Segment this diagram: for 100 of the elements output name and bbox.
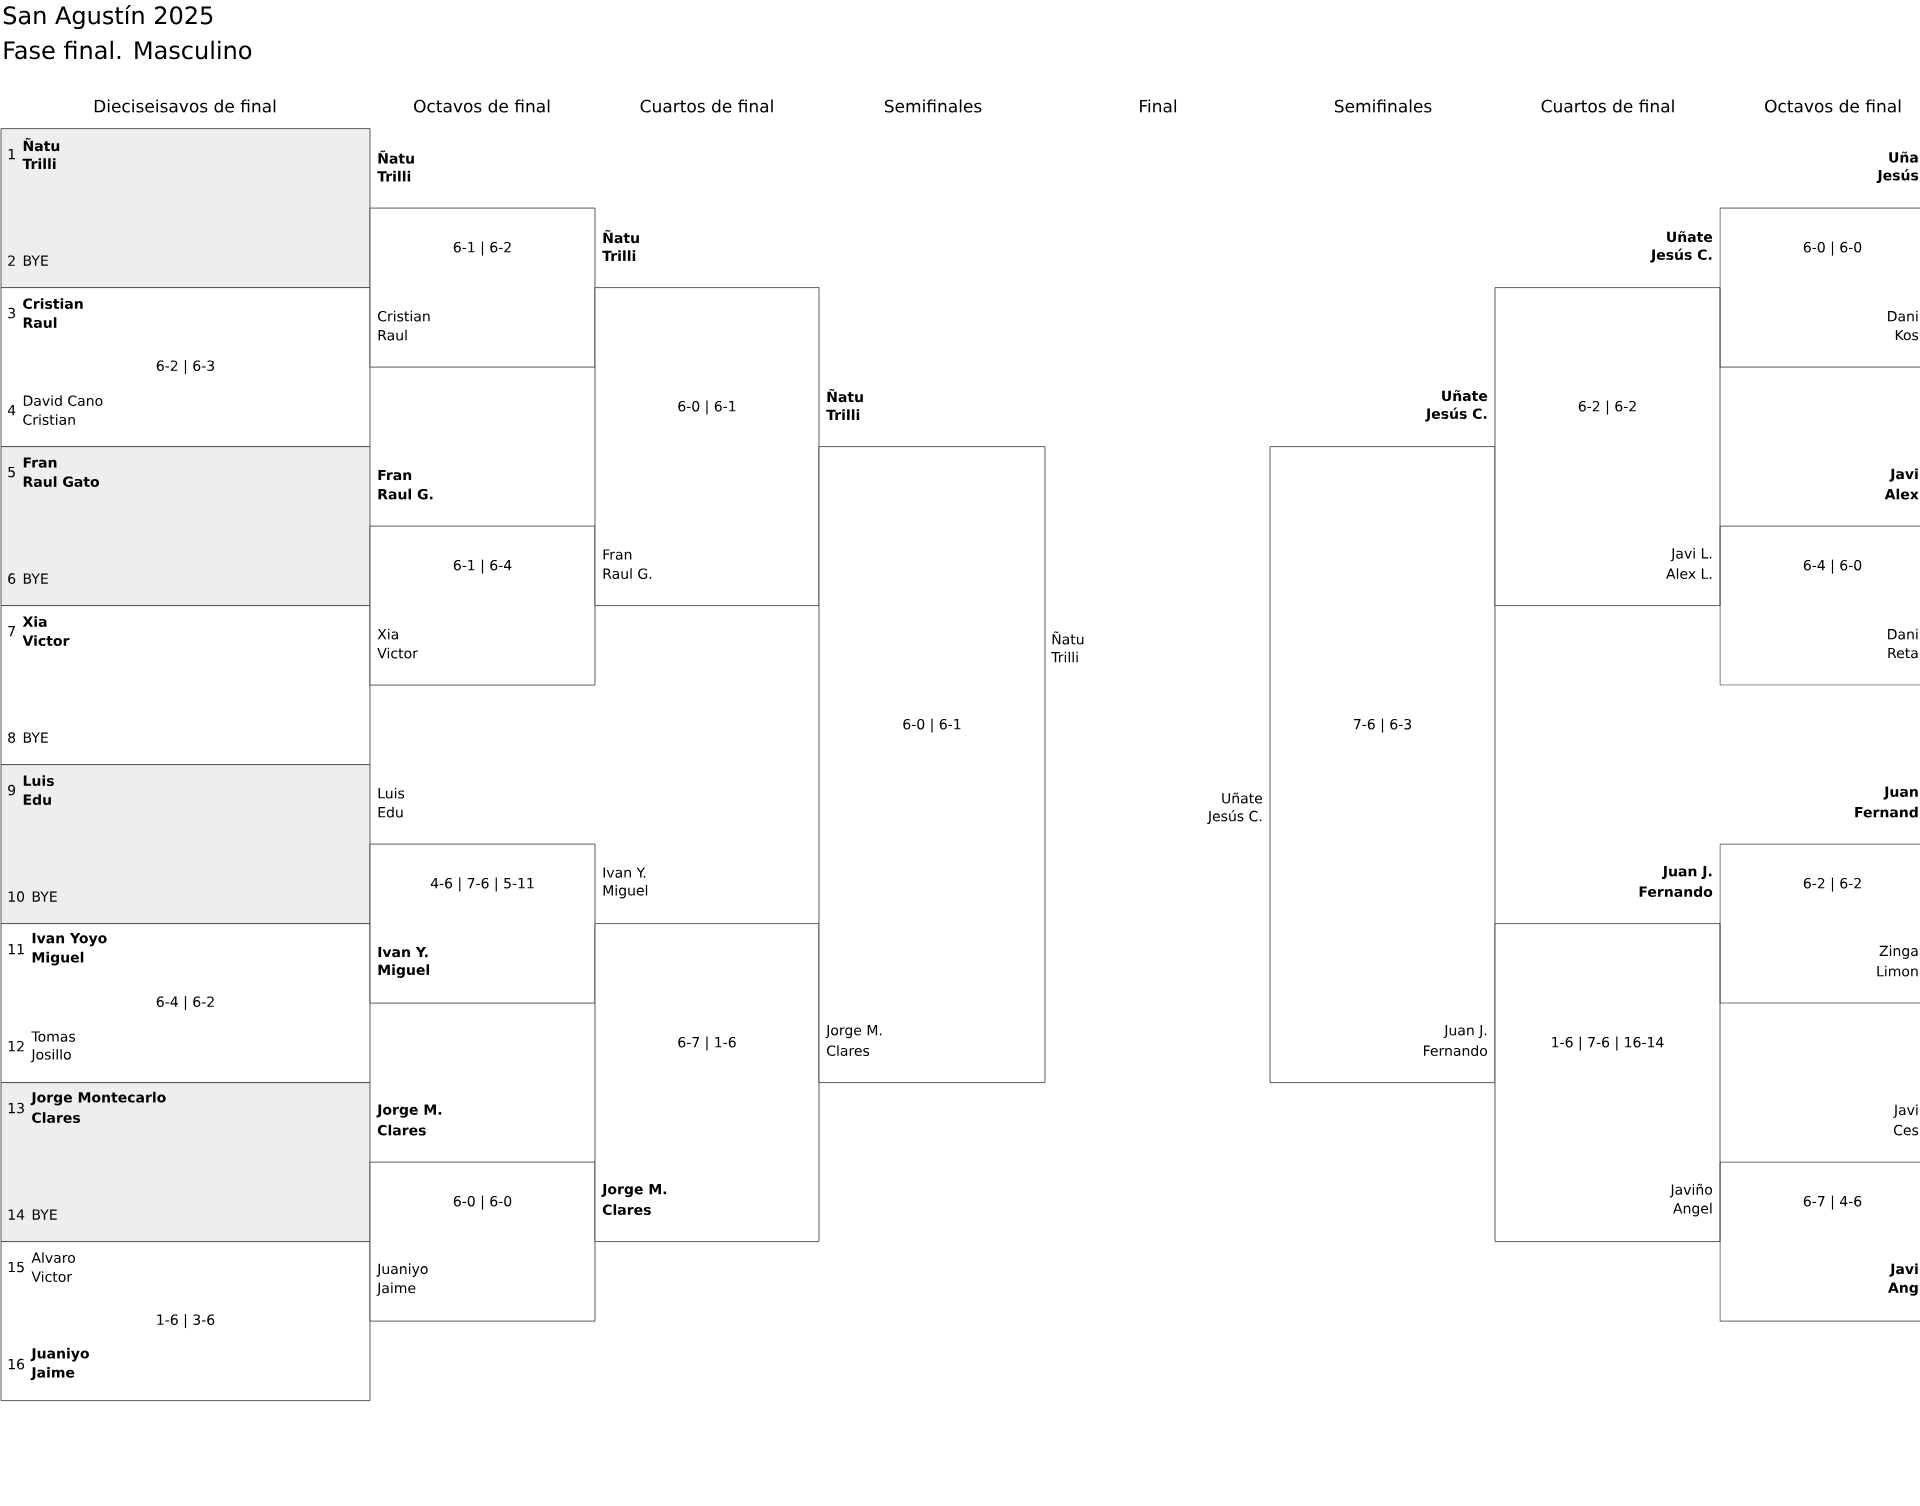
match-box (1719, 786, 1920, 1004)
player-name: Tomas (31, 1031, 75, 1042)
player-name: Alex (1884, 488, 1919, 500)
title-line: Fase final. Masculino (4, 40, 252, 60)
player-name: Zinga (1879, 945, 1918, 959)
match-box (594, 867, 820, 1242)
player-name: Kos (1895, 329, 1919, 341)
player-name: Uña (1889, 151, 1918, 163)
match-box (1494, 866, 1721, 1242)
player-name: Ñatu (827, 389, 863, 403)
player-name: Josillo (30, 1048, 71, 1063)
score: 6-7 | 4-6 (1803, 1195, 1862, 1210)
score: 6-1 | 6-4 (453, 559, 512, 574)
seed-number: 2 (8, 255, 15, 266)
player-name: Alvaro (31, 1252, 76, 1264)
player-name: Cristian (378, 310, 430, 322)
seed-number: 6 (8, 573, 16, 584)
player-name: BYE (23, 573, 48, 584)
player-name: Cristian (23, 414, 75, 425)
column-heading: Dieciseisavos de final (94, 99, 276, 113)
player-name: Fernando (1639, 886, 1713, 897)
player-name: Victor (31, 1271, 73, 1283)
player-name: Dani (1888, 310, 1918, 322)
player-name: Uñate (1442, 390, 1488, 402)
score: 6-2 | 6-3 (156, 360, 215, 375)
score: 6-4 | 6-2 (156, 996, 214, 1011)
seed-number: 16 (8, 1358, 25, 1370)
match-box (0, 605, 371, 765)
player-name: Raul (378, 329, 407, 341)
player-name: Edu (378, 806, 403, 818)
title-line: San Agustín 2025 (3, 4, 213, 30)
player-name: Edu (23, 794, 51, 805)
player-name: Fran (378, 469, 412, 481)
player-name: Ñatu (378, 150, 414, 164)
match-box (1269, 390, 1496, 1083)
player-name: Ñatu (603, 230, 639, 244)
score: 6-0 | 6-0 (453, 1195, 512, 1210)
player-name: Miguel (603, 884, 648, 899)
seed-number: 11 (8, 944, 24, 955)
seed-number: 12 (8, 1040, 24, 1052)
player-name: Trilli (826, 409, 860, 420)
player-name: Victor (22, 635, 70, 646)
player-name: Ces (1893, 1124, 1919, 1136)
player-name: BYE (23, 732, 48, 743)
player-name: Uñate (1667, 231, 1713, 243)
player-name: Clares (827, 1045, 870, 1056)
player-name: Trilli (602, 250, 636, 261)
player-name: Fernand (1855, 806, 1918, 818)
player-name: BYE (32, 891, 57, 902)
player-name: Jaime (30, 1366, 75, 1381)
seed-number: 4 (7, 405, 16, 416)
player-name: Juaniyo (30, 1347, 89, 1362)
player-name: Juaniyo (376, 1263, 428, 1277)
player-name: Miguel (378, 964, 430, 978)
player-name: Jorge M. (601, 1184, 667, 1198)
player-name: Javi (1889, 1263, 1918, 1277)
player-name: Fran (23, 457, 57, 468)
player-name: Limon (1877, 965, 1918, 977)
column-heading: Cuartos de final (640, 99, 773, 113)
column-heading: Semifinales (1334, 99, 1432, 113)
player-name: Clares (32, 1112, 80, 1123)
player-name: Ñatu (23, 138, 60, 152)
score: 6-4 | 6-0 (1803, 559, 1862, 574)
player-name: Raul G. (378, 488, 433, 500)
player-name: Miguel (32, 951, 84, 966)
score: 6-2 | 6-2 (1578, 400, 1636, 415)
column-heading: Semifinales (884, 99, 982, 113)
score: 7-6 | 6-3 (1354, 718, 1412, 733)
player-name: Ivan Yoyo (32, 933, 107, 947)
player-name: Trilli (22, 158, 56, 169)
player-name: Trilli (377, 170, 411, 182)
column-heading: Octavos de final (414, 99, 550, 113)
score: 1-6 | 7-6 | 16-14 (1552, 1036, 1664, 1051)
match-box (0, 446, 371, 606)
score: 4-6 | 7-6 | 5-11 (430, 877, 534, 892)
seed-number: 15 (8, 1261, 24, 1273)
player-name: Alex L. (1666, 568, 1712, 579)
player-name: Clares (602, 1204, 651, 1215)
player-name: Javiño (1669, 1183, 1713, 1198)
player-name: Raul Gato (23, 476, 100, 487)
player-name: Juan (1883, 786, 1918, 800)
match-box (0, 1241, 371, 1401)
seed-number: 7 (8, 626, 15, 637)
player-name: Juan J. (1443, 1025, 1487, 1039)
player-name: Clares (377, 1124, 426, 1136)
player-name: Jorge M. (376, 1104, 442, 1118)
score: 6-0 | 6-1 (678, 400, 736, 415)
match-box (1719, 468, 1920, 686)
score: 6-0 | 6-1 (903, 718, 961, 733)
seed-number: 5 (8, 466, 15, 478)
player-name: Javi L. (1670, 547, 1712, 562)
match-box (594, 230, 820, 606)
match-box (369, 1104, 596, 1322)
seed-number: 10 (8, 891, 25, 902)
match-box (0, 923, 371, 1083)
player-name: Xia (22, 616, 47, 627)
column-heading: Octavos de final (1765, 99, 1901, 113)
player-name: Jaime (376, 1282, 416, 1296)
seed-number: 3 (8, 307, 15, 319)
player-name: BYE (32, 1209, 57, 1220)
